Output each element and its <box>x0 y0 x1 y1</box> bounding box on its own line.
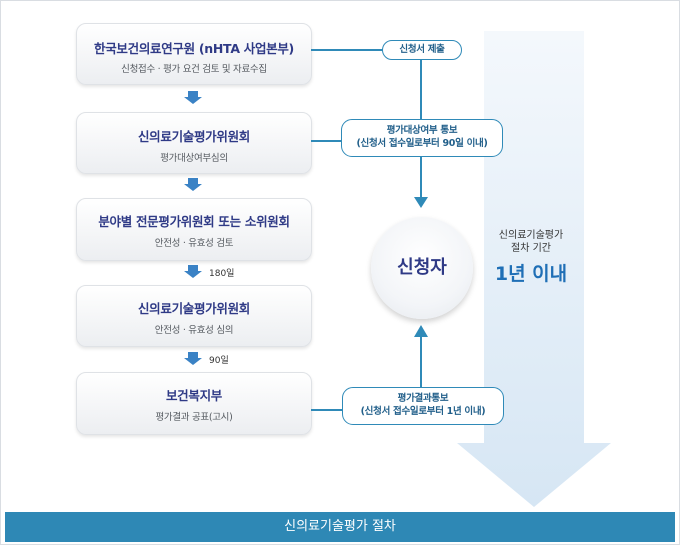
step-title: 보건복지부 <box>165 388 222 403</box>
period-label: 신의료기술평가 절차 기간 1년 이내 <box>471 229 591 286</box>
notice-text: (신청서 접수일로부터 90일 이내) <box>356 138 488 149</box>
step-title: 한국보건의료연구원 (nHTA 사업본부) <box>94 41 294 56</box>
step-committee-eligibility: 신의료기술평가위원회 평가대상여부심의 <box>76 112 312 174</box>
step-subtitle: 신청접수 · 평가 요건 검토 및 자료수집 <box>121 64 267 75</box>
step-subtitle: 평가대상여부심의 <box>160 153 228 164</box>
step-ministry: 보건복지부 평가결과 공표(고시) <box>76 372 312 435</box>
notice-eligibility: 평가대상여부 통보 (신청서 접수일로부터 90일 이내) <box>341 119 503 157</box>
step-subtitle: 안전성 · 유효성 심의 <box>154 325 234 336</box>
period-line2: 절차 기간 <box>511 243 551 254</box>
applicant-node: 신청자 <box>371 217 473 319</box>
step-subtitle: 안전성 · 유효성 검토 <box>154 238 234 249</box>
arrow-down-icon <box>414 197 428 208</box>
footer-caption: 신의료기술평가 절차 <box>5 512 675 542</box>
notice-text: 신청서 제출 <box>399 44 445 55</box>
step-title: 신의료기술평가위원회 <box>137 129 250 144</box>
notice-text: (신청서 접수일로부터 1년 이내) <box>360 406 486 417</box>
notice-text: 평가대상여부 통보 <box>386 125 458 136</box>
notice-text: 평가결과통보 <box>397 393 449 404</box>
step-title: 분야별 전문평가위원회 또는 소위원회 <box>98 214 290 229</box>
connector-line <box>311 49 421 51</box>
notice-result: 평가결과통보 (신청서 접수일로부터 1년 이내) <box>342 387 504 425</box>
connector-line <box>311 140 351 142</box>
step-expert-committee: 분야별 전문평가위원회 또는 소위원회 안전성 · 유효성 검토 <box>76 198 312 261</box>
period-value: 1년 이내 <box>494 263 568 285</box>
arrow-up-icon <box>414 325 428 337</box>
step-title: 신의료기술평가위원회 <box>137 301 250 316</box>
step-committee-review: 신의료기술평가위원회 안전성 · 유효성 심의 <box>76 285 312 347</box>
duration-label: 180일 <box>209 269 235 279</box>
connector-line <box>420 337 422 410</box>
period-line1: 신의료기술평가 <box>498 230 564 241</box>
step-nhta: 한국보건의료연구원 (nHTA 사업본부) 신청접수 · 평가 요건 검토 및 … <box>76 23 312 85</box>
step-subtitle: 평가결과 공표(고시) <box>155 412 233 423</box>
duration-label: 90일 <box>209 356 229 366</box>
notice-submit: 신청서 제출 <box>382 40 462 60</box>
